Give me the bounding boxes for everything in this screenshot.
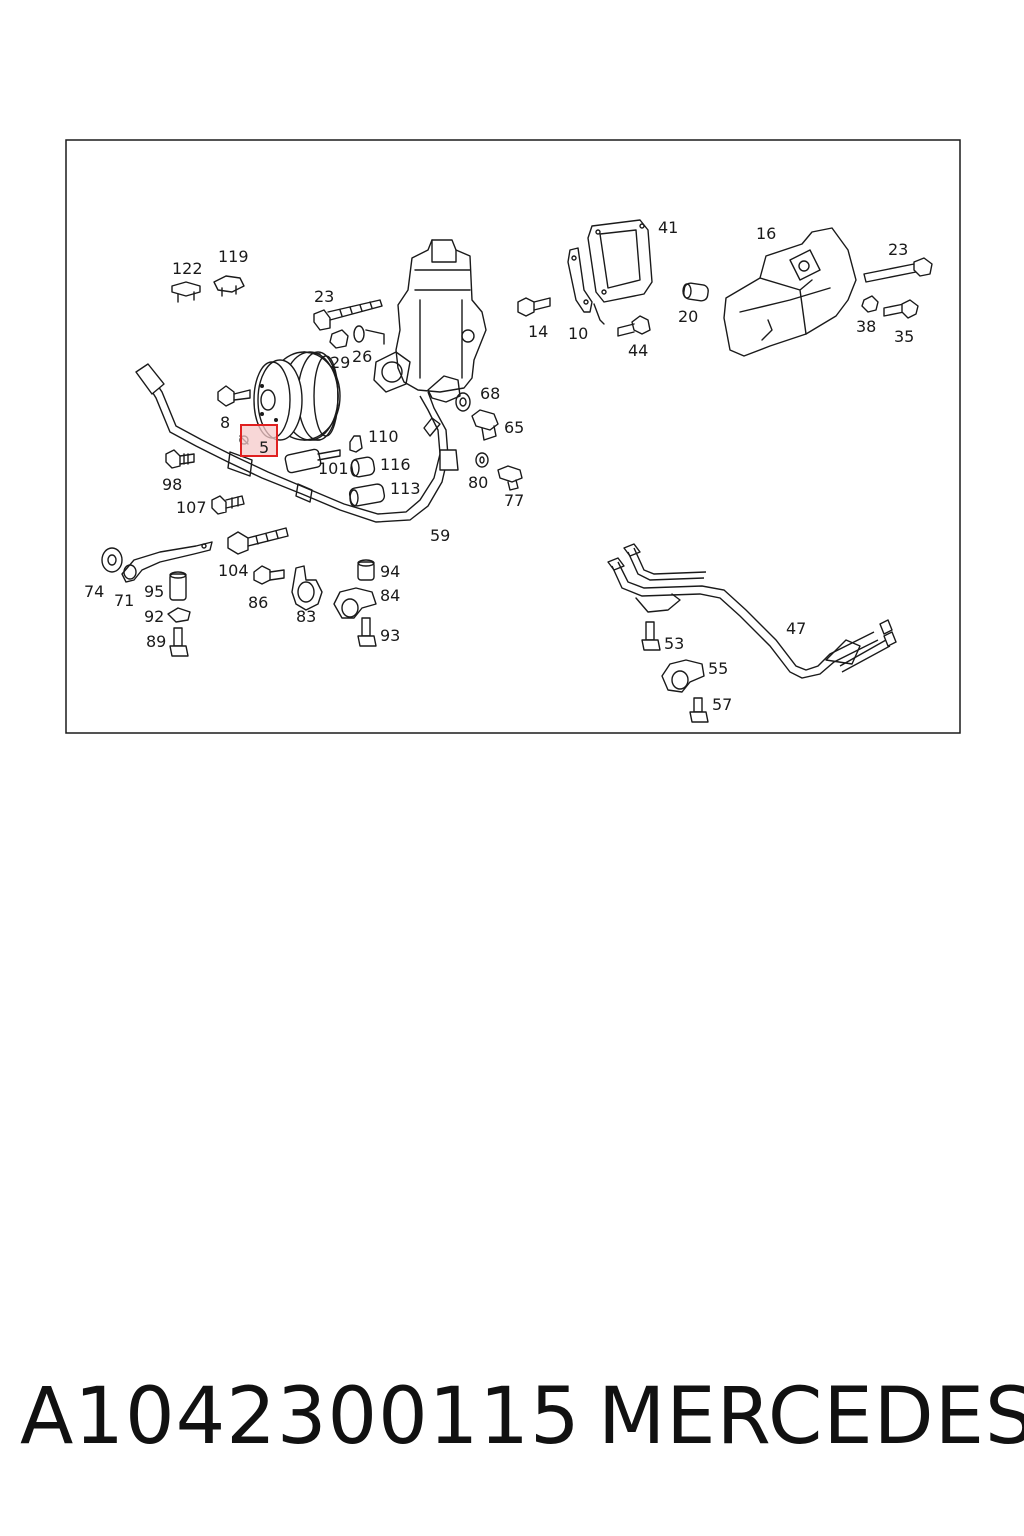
callout-47[interactable]: 47 [786,619,806,638]
seal-ring-68 [455,392,471,412]
callout-92[interactable]: 92 [144,607,164,626]
pressure-hose [135,363,461,523]
callout-83[interactable]: 83 [296,607,316,626]
clip-122 [171,281,201,303]
bolt-8 [217,385,251,407]
callout-16[interactable]: 16 [756,224,776,243]
callout-89[interactable]: 89 [146,632,166,651]
bolt-89 [169,627,189,657]
bolt-35 [883,299,919,319]
callout-57[interactable]: 57 [712,695,732,714]
callout-93[interactable]: 93 [380,626,400,645]
callout-98[interactable]: 98 [162,475,182,494]
callout-55[interactable]: 55 [708,659,728,678]
bolt-44 [617,315,651,337]
callout-110[interactable]: 110 [368,427,399,446]
callout-95[interactable]: 95 [144,582,164,601]
sleeve-94 [357,559,375,581]
steering-pump-housing [373,239,487,393]
bolt-107 [211,495,245,515]
callout-104[interactable]: 104 [218,561,249,580]
spacer-101 [284,448,341,474]
return-pipe-47 [607,543,897,679]
brand-name: MERCEDES [598,1372,1024,1462]
bushing-74 [101,547,123,573]
clamp-83 [291,565,323,611]
callout-77[interactable]: 77 [504,491,524,510]
callout-35[interactable]: 35 [894,327,914,346]
callout-20[interactable]: 20 [678,307,698,326]
callout-38[interactable]: 38 [856,317,876,336]
callout-44[interactable]: 44 [628,341,648,360]
nut-38 [861,295,879,313]
callout-107[interactable]: 107 [176,498,207,517]
gasket-41 [587,219,653,303]
callout-101[interactable]: 101 [318,459,349,478]
callout-119[interactable]: 119 [218,247,249,266]
callout-23[interactable]: 23 [314,287,334,306]
callout-10[interactable]: 10 [568,324,588,343]
bolt-23-left [313,299,383,331]
bracket-10 [567,247,593,313]
pump-bracket-16 [723,227,857,357]
bolt-77 [497,465,523,491]
callout-26[interactable]: 26 [352,347,372,366]
callout-23-right[interactable]: 23 [888,240,908,259]
bolt-98 [165,449,195,469]
callout-65[interactable]: 65 [504,418,524,437]
leader-10 [593,303,605,325]
callout-84[interactable]: 84 [380,586,400,605]
spacer-20 [682,282,709,302]
spacer-110 [349,435,363,453]
callout-86[interactable]: 86 [248,593,268,612]
bolt-57 [689,697,709,723]
callout-122[interactable]: 122 [172,259,203,278]
bolt-93 [357,617,377,647]
diagram-frame [65,139,961,734]
callout-80[interactable]: 80 [468,473,488,492]
bolt-104 [227,527,289,555]
bolt-86 [253,565,285,585]
nut-29 [329,329,349,349]
bolt-14 [517,297,551,317]
washer-26 [353,325,385,345]
part-number: A1042300115 [20,1372,581,1462]
bushing-113 [348,483,386,507]
callout-53[interactable]: 53 [664,634,684,653]
washer-92 [167,607,191,623]
callout-5[interactable]: 5 [259,438,269,457]
sleeve-95 [169,571,187,601]
banjo-bolt-65 [471,409,499,441]
seal-ring-80 [475,452,489,468]
bracket-71 [121,541,213,583]
callout-8[interactable]: 8 [220,413,230,432]
highlight-box[interactable] [240,424,278,457]
callout-29[interactable]: 29 [330,353,350,372]
bolt-23-right [863,257,933,283]
callout-74[interactable]: 74 [84,582,104,601]
callout-113[interactable]: 113 [390,479,421,498]
bushing-116 [350,456,376,478]
callout-116[interactable]: 116 [380,455,411,474]
clip-119 [213,275,245,297]
clamp-84 [333,587,377,619]
callout-71[interactable]: 71 [114,591,134,610]
clamp-55 [661,659,705,693]
pump-pulley [253,351,341,441]
callout-59[interactable]: 59 [430,526,450,545]
callout-68[interactable]: 68 [480,384,500,403]
callout-94[interactable]: 94 [380,562,400,581]
callout-41[interactable]: 41 [658,218,678,237]
callout-14[interactable]: 14 [528,322,548,341]
bolt-53 [641,621,661,651]
